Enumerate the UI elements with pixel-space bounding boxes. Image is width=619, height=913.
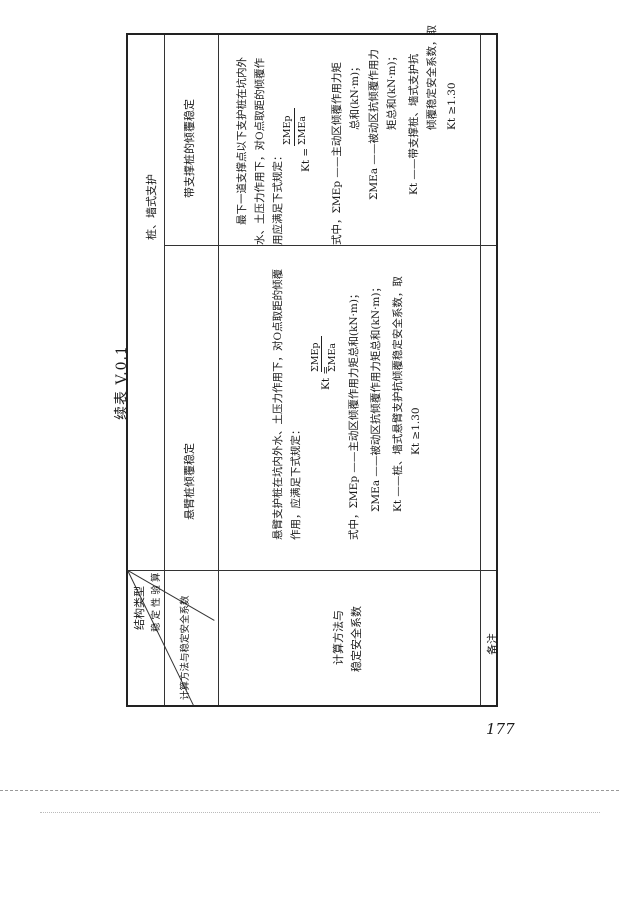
col-divider-middle	[164, 245, 496, 246]
braced-where-2: ΣMEa ——被动区抗倾覆作用力	[368, 49, 380, 200]
header-diag-stab: 稳定性验算	[151, 569, 162, 632]
page-number: 177	[486, 720, 515, 738]
header-diag-struct: 结构类型	[133, 586, 146, 630]
braced-where-4: Kt ≥1.30	[446, 82, 458, 130]
remark-label: 备注	[486, 633, 499, 655]
braced-formula-k: Kt =	[300, 147, 312, 172]
braced-where-1: 式中，ΣMEp ——主动区倾覆作用力矩	[331, 62, 343, 245]
cantilever-where-2: ΣMEa ——被动区抗倾覆作用力矩总和(kN·m)；	[370, 282, 382, 512]
scan-fold-line	[0, 790, 619, 791]
braced-formula-den: ΣMEa	[297, 115, 308, 145]
row-divider-body	[218, 35, 219, 705]
scan-dotted-line	[40, 812, 600, 813]
cantilever-formula-num: ΣMEp	[310, 342, 321, 372]
header-col-cantilever: 悬臂桩倾覆稳定	[183, 443, 196, 520]
braced-fraction-bar	[294, 108, 295, 146]
header-col-braced: 带支撑桩的倾覆稳定	[183, 99, 196, 198]
cantilever-text-1: 悬臂支护桩在坑内外水、土压力作用下，对O点取距的倾覆	[272, 268, 284, 540]
cantilever-where-1: 式中，ΣMEp ——主动区倾覆作用力矩总和(kN·m)；	[348, 288, 360, 540]
col-divider-label	[128, 570, 496, 571]
header-diag-method: 计算方法与稳定安全系数	[180, 595, 191, 700]
row-label-2: 稳定安全系数	[350, 606, 363, 672]
braced-text-3: 用应满足下式规定：	[272, 150, 284, 246]
row-label-1: 计算方法与	[332, 610, 345, 665]
row-divider-remark	[480, 35, 481, 705]
cantilever-where-4: Kt ≥1.30	[410, 407, 422, 455]
braced-where-1b: 总和(kN·m)；	[349, 61, 361, 130]
cantilever-where-3: Kt ——桩、墙式悬臂支护抗倾覆稳定安全系数，取	[392, 276, 404, 512]
braced-where-3: Kt ——带支撑桩、墙式支护抗	[408, 53, 420, 195]
braced-formula-num: ΣMEp	[282, 115, 293, 145]
braced-where-2b: 矩总和(kN·m)；	[386, 50, 398, 130]
braced-where-3b: 倾覆稳定安全系数，取	[426, 25, 438, 130]
header-group: 桩、墙式支护	[145, 174, 158, 240]
braced-text-2: 水、土压力作用下，对O点取距的倾覆作	[254, 57, 266, 245]
braced-text-1: 最下一道支撑点以下支护桩在坑内外	[236, 57, 248, 225]
cantilever-text-2: 作用，应满足下式规定：	[290, 424, 302, 541]
cantilever-formula-den: ΣMEa	[327, 342, 338, 372]
table	[126, 33, 498, 707]
cantilever-fraction-bar	[321, 336, 322, 372]
row-divider-header-group	[164, 35, 165, 705]
